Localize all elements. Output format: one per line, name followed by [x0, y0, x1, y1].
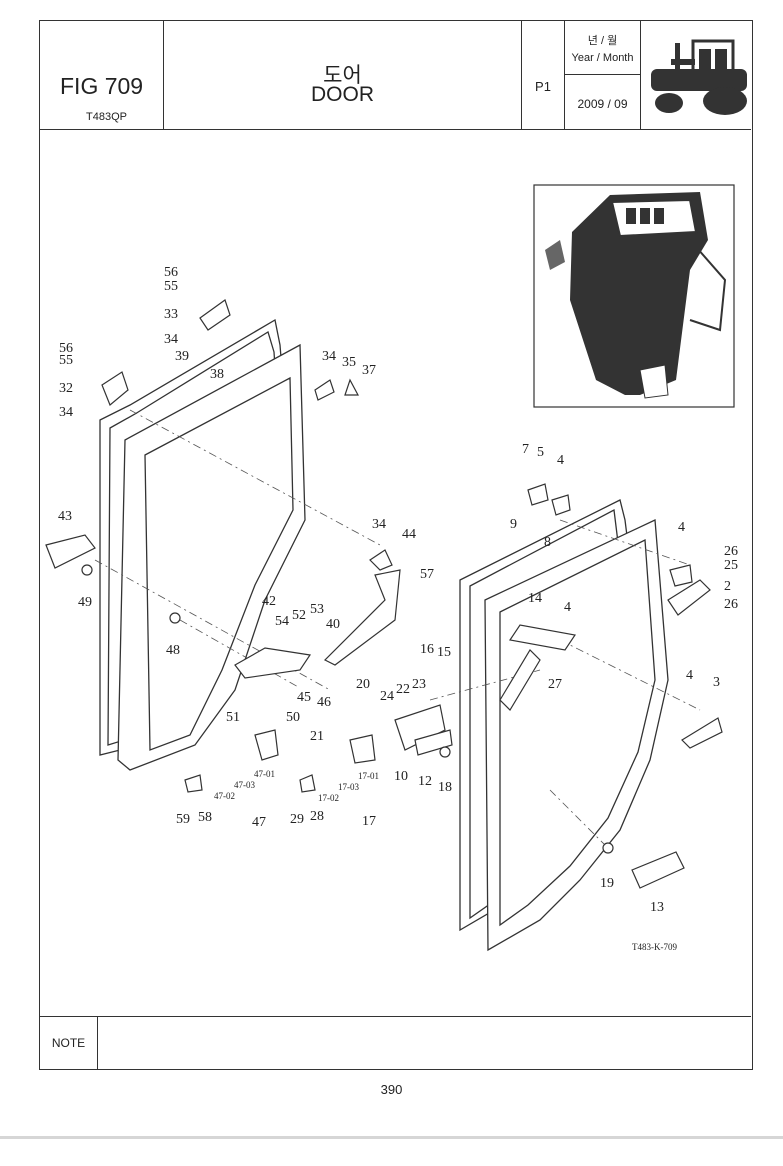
hardware-parts [45, 299, 723, 889]
callout-12: 12 [418, 774, 432, 789]
title-english: DOOR [311, 83, 374, 106]
callout-56: 56 [59, 341, 73, 356]
callout-18: 18 [438, 780, 452, 795]
callout-56: 56 [164, 265, 178, 280]
callout-42: 42 [262, 594, 276, 609]
callout-53: 53 [310, 602, 324, 617]
callout-4: 4 [557, 453, 564, 468]
callout-20: 20 [356, 677, 370, 692]
callout-46: 46 [317, 695, 331, 710]
callout-58: 58 [198, 810, 212, 825]
title-cell: 도어 DOOR [164, 21, 522, 129]
date-value: 2009 / 09 [577, 97, 628, 111]
figure-number: FIG 709 [60, 73, 144, 99]
callout-21: 21 [310, 729, 324, 744]
callout-40: 40 [326, 617, 340, 632]
callout-54: 54 [275, 614, 289, 629]
callout-23: 23 [412, 677, 426, 692]
callout-34: 34 [164, 332, 178, 347]
date-heading-english: Year / Month [571, 52, 634, 64]
callout-47: 47 [252, 815, 266, 830]
callout-28: 28 [310, 809, 324, 824]
callout-19: 19 [600, 876, 614, 891]
callout-33: 33 [164, 307, 178, 322]
callout-4: 4 [564, 600, 571, 615]
callout-43: 43 [58, 509, 72, 524]
callout-44: 44 [402, 527, 416, 542]
callout-39: 39 [175, 349, 189, 364]
callout-labels: 56 55 33 34 56 55 39 38 32 34 34 35 37 4… [58, 265, 738, 952]
callout-17-01: 17-01 [358, 771, 379, 781]
callout-45: 45 [297, 690, 311, 705]
callout-35: 35 [342, 355, 356, 370]
callout-17: 17 [362, 814, 376, 829]
model-code: T483QP [86, 111, 127, 123]
callout-32: 32 [59, 381, 73, 396]
cab-inset [533, 184, 735, 408]
scan-artifact [0, 1136, 783, 1139]
right-door [459, 499, 669, 952]
callout-34: 34 [372, 517, 386, 532]
title-korean: 도어 [323, 64, 362, 87]
callout-17-03: 17-03 [338, 782, 359, 792]
note-label: NOTE [40, 1017, 98, 1069]
callout-55: 55 [164, 279, 178, 294]
callout-57: 57 [420, 567, 434, 582]
callout-4: 4 [686, 668, 693, 683]
callout-4: 4 [678, 520, 685, 535]
date-heading-korean: 년 / 월 [587, 35, 618, 47]
callout-47-01: 47-01 [254, 769, 275, 779]
tractor-icon [641, 21, 751, 129]
callout-59: 59 [176, 812, 190, 827]
page-label: P1 [535, 79, 551, 94]
callout-5: 5 [537, 445, 544, 460]
note-row: NOTE [40, 1016, 751, 1069]
callout-29: 29 [290, 812, 304, 827]
callout-26: 26 [724, 597, 738, 612]
date-cell: 년 / 월 Year / Month 2009 / 09 [565, 21, 641, 129]
callout-34: 34 [322, 349, 336, 364]
callout-3: 3 [713, 675, 720, 690]
page-number: 390 [380, 1082, 403, 1097]
callout-22: 22 [396, 682, 410, 697]
callout-52: 52 [292, 608, 306, 623]
callout-2: 2 [724, 579, 731, 594]
callout-16: 16 [420, 642, 434, 657]
callout-13: 13 [650, 900, 664, 915]
callout-27: 27 [548, 677, 562, 692]
callout-55: 55 [59, 353, 73, 368]
callout-51: 51 [226, 710, 240, 725]
callout-15: 15 [437, 645, 451, 660]
callout-37: 37 [362, 363, 376, 378]
title-block: FIG 709 T483QP 도어 DOOR P1 년 / 월 Year / M… [40, 21, 751, 130]
page-cell: P1 [522, 21, 565, 129]
callout-14: 14 [528, 591, 542, 606]
callout-10: 10 [394, 769, 408, 784]
callout-34: 34 [59, 405, 73, 420]
left-door [99, 318, 306, 771]
callout-25: 25 [724, 558, 738, 573]
date-heading: 년 / 월 Year / Month [565, 21, 640, 75]
callout-9: 9 [510, 517, 517, 532]
callout-50: 50 [286, 710, 300, 725]
callout-48: 48 [166, 643, 180, 658]
page-frame: FIG 709 T483QP 도어 DOOR P1 년 / 월 Year / M… [39, 20, 753, 1070]
callout-47-02: 47-02 [214, 791, 235, 801]
callout-47-03: 47-03 [234, 780, 255, 790]
callout-17-02: 17-02 [318, 793, 339, 803]
callout-8: 8 [544, 535, 551, 550]
callout-26: 26 [724, 544, 738, 559]
callout-49: 49 [78, 595, 92, 610]
callout-38: 38 [210, 367, 224, 382]
diagram-code: T483-K-709 [632, 942, 677, 952]
callout-24: 24 [380, 689, 394, 704]
callout-7: 7 [522, 442, 529, 457]
fig-cell: FIG 709 T483QP [40, 21, 164, 129]
